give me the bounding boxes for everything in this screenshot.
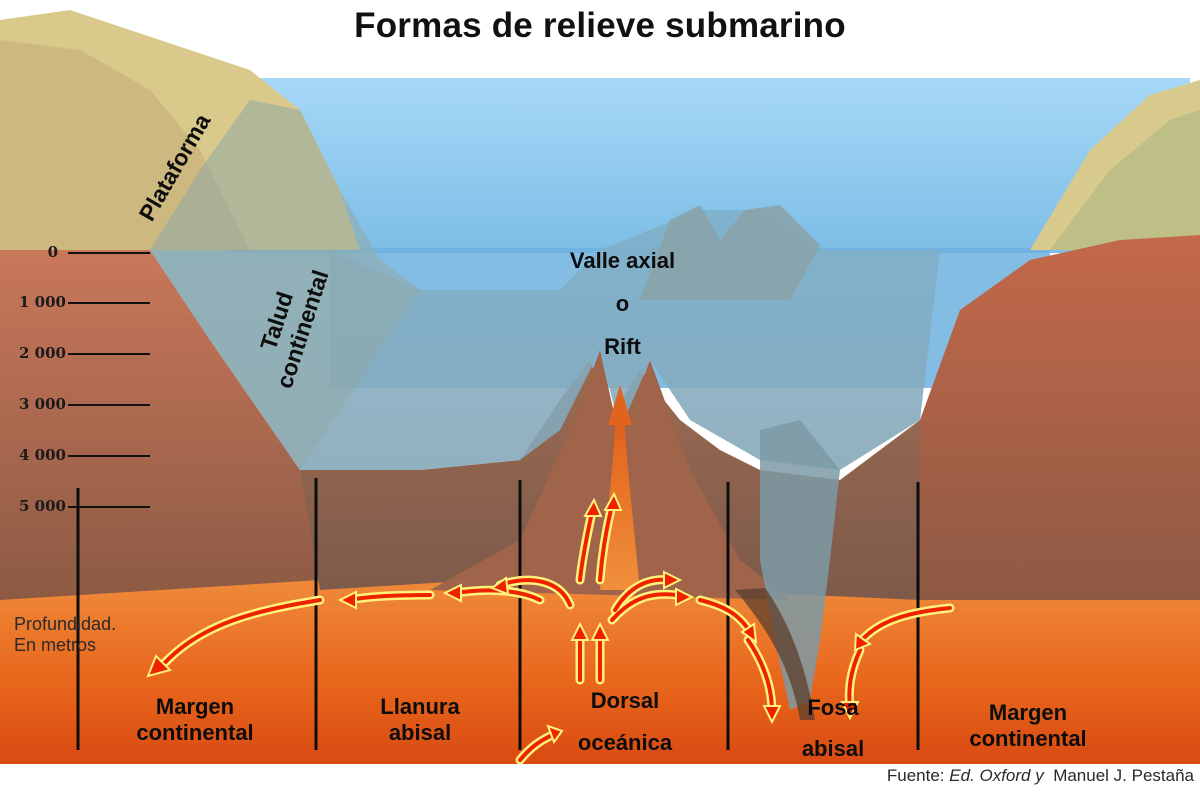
label-fosa-line2: abisal	[801, 735, 865, 761]
depth-1000: 1 000	[19, 293, 66, 311]
label-valle-line1: Valle axial	[569, 248, 676, 273]
label-llanura-line2: abisal	[388, 719, 452, 745]
magma-plume	[600, 420, 640, 590]
label-llanura-line1: Llanura	[380, 694, 460, 719]
source-prefix: Fuente:	[886, 766, 950, 785]
depth-3000: 3 000	[19, 395, 66, 413]
label-valle-axial: Valle axial o Rift	[530, 240, 715, 369]
label-margen-right-line1: Margen	[988, 700, 1068, 725]
label-fosa-line1: Fosa	[807, 695, 859, 720]
rift-peaks	[640, 205, 820, 300]
label-valle-line3: Rift	[604, 333, 641, 359]
label-valle-line2: o	[615, 290, 630, 316]
label-dorsal-line1: Dorsal	[590, 688, 660, 713]
label-margen-left-line2: continental	[136, 719, 254, 745]
depth-scale-lines	[68, 252, 150, 508]
label-dorsal: Dorsal oceánica	[545, 680, 705, 764]
depth-0: 0	[47, 243, 58, 261]
subduction-slab	[735, 588, 815, 720]
label-llanura: Llanura abisal	[340, 694, 500, 746]
arrow-heads	[146, 491, 873, 745]
shelf-slope	[150, 100, 420, 470]
depth-4000: 4 000	[19, 446, 66, 464]
label-dorsal-line2: oceánica	[577, 729, 673, 755]
diagram-title: Formas de relieve submarino	[354, 6, 846, 45]
label-profundidad-line1: Profundidad.	[14, 614, 117, 634]
depth-5000: 5 000	[19, 497, 66, 515]
crust-right	[920, 235, 1200, 600]
source-part1: Ed. Oxford y	[949, 766, 1044, 785]
label-profundidad-line2: En metros	[14, 634, 97, 655]
label-fosa: Fosa abisal	[778, 688, 888, 769]
label-margen-right: Margen continental	[938, 700, 1118, 752]
source-credit: Fuente: Ed. Oxford y Manuel J. Pestaña	[887, 766, 1194, 786]
label-margen-right-line2: continental	[969, 725, 1087, 751]
depth-2000: 2 000	[19, 344, 66, 362]
label-margen-left-line1: Margen	[155, 694, 235, 719]
land-right-green	[1050, 110, 1200, 250]
bottom-band	[0, 764, 1200, 801]
crust-left	[0, 250, 320, 600]
label-profundidad: Profundidad. En metros	[14, 614, 116, 655]
rift-arrow	[608, 385, 632, 440]
label-margen-left: Margen continental	[110, 694, 280, 746]
dorsal-mound	[430, 350, 790, 600]
source-part2: Manuel J. Pestaña	[1053, 766, 1194, 785]
